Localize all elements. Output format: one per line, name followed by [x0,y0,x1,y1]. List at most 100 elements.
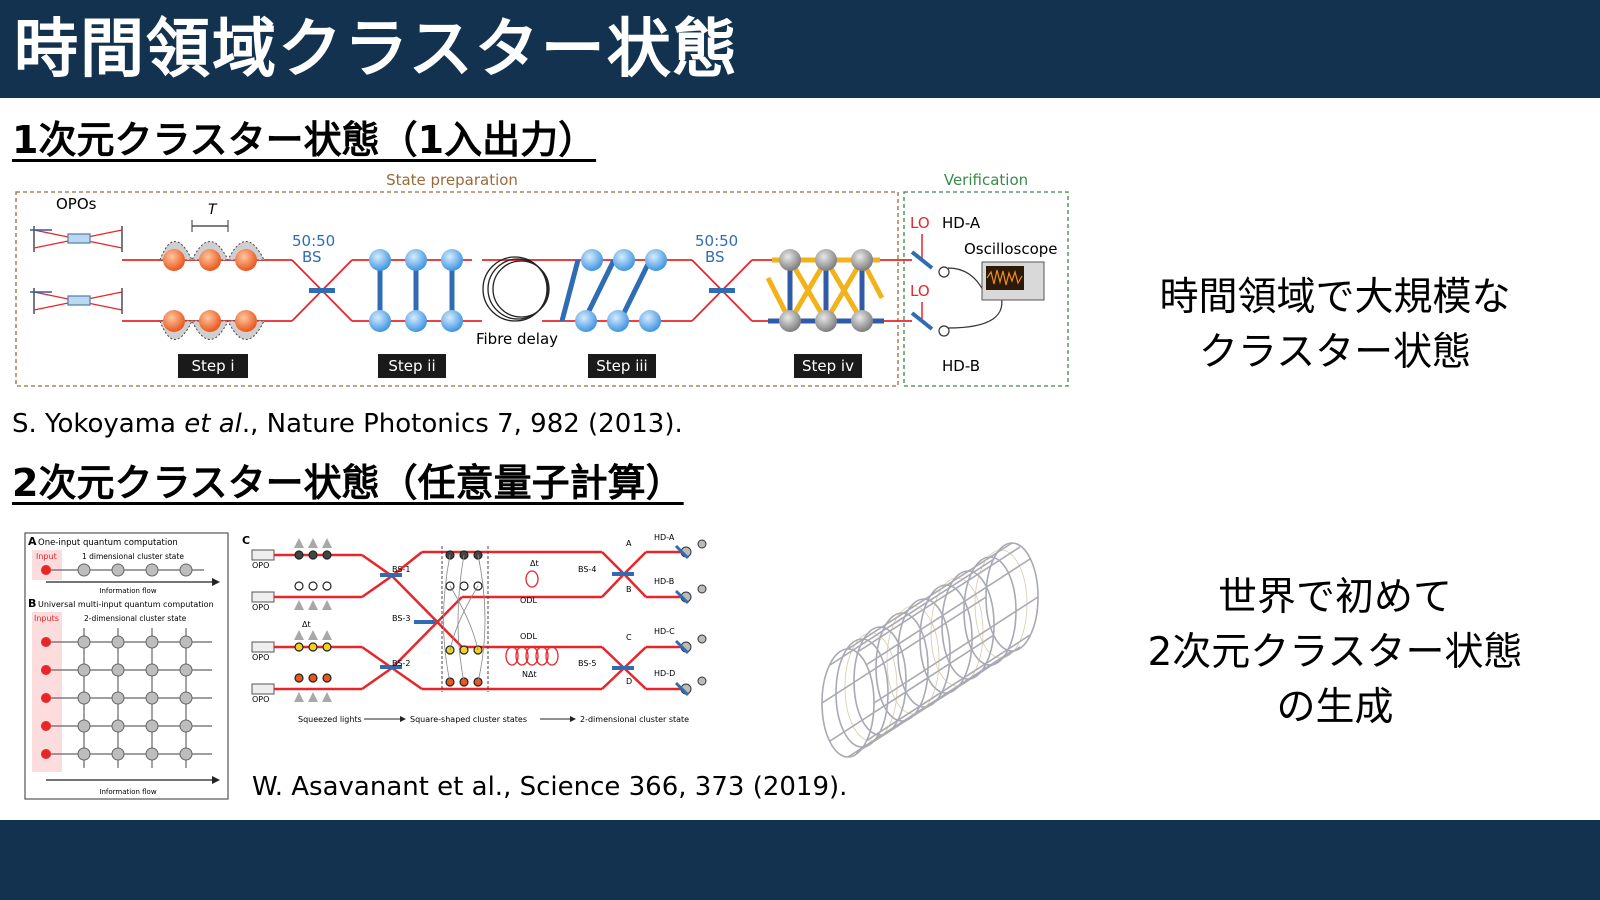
step-i-label: Step i [191,357,234,375]
citation-yokoyama: S. Yokoyama et al., Nature Photonics 7, … [12,408,683,440]
odl-small-coil [525,570,539,588]
bs3-label: BS-3 [392,614,410,623]
slide-title: 時間領域クラスター状態 [14,13,739,87]
verification-label: Verification [944,171,1028,189]
info-flow-label-a: Information flow [99,587,156,595]
step-iv-label: Step iv [802,357,854,375]
step3-bonds [559,258,653,323]
title-bar: 時間領域クラスター状態 [0,0,1600,98]
opo-icons [251,549,275,695]
port-a: A [626,539,632,548]
figure-cluster-schematic: A One-input quantum computation Input 1 … [24,532,229,800]
side-text-1d: 時間領域で大規模な クラスター状態 [1095,270,1575,380]
hd-a-label: HD-A [942,214,981,232]
bs2-label-name: BS [705,248,725,266]
side-text-1d-line1: 時間領域で大規模な [1159,275,1511,320]
flow-square: Square-shaped cluster states [410,715,527,724]
beams-2d [274,550,682,691]
hd-b-label: HD-B [942,357,980,375]
step2-nodes [369,249,463,332]
bs2-label-ratio: 50:50 [695,232,738,250]
side-text-2d-line3: の生成 [1276,685,1394,730]
mode-dots [294,550,332,683]
cluster-2d-label: 2-dimensional cluster state [84,614,187,623]
oscilloscope-label: Oscilloscope [964,240,1058,258]
hd-b-bs [910,311,934,331]
hd-a-bs [910,250,934,270]
inputs-label: Inputs [34,614,59,623]
panel-b-letter: B [28,597,36,610]
bs1-label: BS-1 [392,565,410,574]
bs2-label: BS-2 [392,659,410,668]
state-prep-label: State preparation [386,171,518,189]
figure-1d-cluster-setup: State preparation Verification OPOs T [15,171,1069,387]
odl-bottom-label: ODL [520,632,537,641]
side-text-2d: 世界で初めて 2次元クラスター状態 の生成 [1095,570,1575,735]
side-text-1d-line2: クラスター状態 [1198,330,1472,375]
footer-bar [0,820,1600,900]
step-ii-label: Step ii [388,357,435,375]
hd-b-2d: HD-B [654,577,674,586]
step-iv-badge: Step iv [794,354,862,378]
panel-b-title: Universal multi-input quantum computatio… [38,600,214,609]
flow-2d: 2-dimensional cluster state [580,715,689,724]
fibre-delay-label: Fibre delay [476,330,558,348]
n-delta-t-label: NΔt [522,670,537,679]
lo-bottom-label: LO [910,282,930,300]
bs-markers [380,572,634,670]
step-iii-label: Step iii [596,357,647,375]
bs1-label-ratio: 50:50 [292,232,335,250]
port-d: D [626,677,632,686]
verification-frame [903,191,1069,387]
opo-label-2: OPO [252,603,269,612]
opos-label: OPOs [56,195,97,213]
squeezed-pulses [163,249,257,332]
hd-a-2d: HD-A [654,533,675,542]
opo-label-3: OPO [252,653,269,662]
step3-nodes [575,249,667,332]
cite1-post: ., Nature Photonics 7, 982 (2013). [241,409,683,439]
odl-top-label: ODL [520,596,537,605]
port-b: B [626,585,632,594]
cite1-et-al: et al [184,409,242,439]
odl-big-coil [505,646,559,666]
info-flow-label-b: Information flow [99,788,156,796]
fibre-delay-coil [482,256,550,322]
side-text-2d-line2: 2次元クラスター状態 [1147,630,1523,675]
panel-a-letter: A [28,535,37,548]
pulse-peaks [294,538,332,702]
bs1-label-name: BS [302,248,322,266]
step-ii-badge: Step ii [378,354,446,378]
opo-label-4: OPO [252,695,269,704]
flow-squeezed: Squeezed lights [298,715,362,724]
beam-splitter-2 [709,288,735,293]
delta-t-left: Δt [302,620,311,629]
cylinder-lattice-illustration [821,542,1039,758]
section2-heading: 2次元クラスター状態（任意量子計算） [12,461,684,505]
opo-label-1: OPO [252,561,269,570]
figure-2d-cluster-setup: C OPO OPO OPO OPO Δt BS [242,533,707,724]
square-cluster-dots [445,550,483,687]
side-text-2d-line1: 世界で初めて [1217,575,1452,620]
step-iii-badge: Step iii [588,354,656,378]
period-t-label: T [208,202,218,218]
detectors-2d [680,539,707,695]
opo-cavity-top [33,226,123,252]
port-c: C [626,633,632,642]
section1-heading: 1次元クラスター状態（1入出力） [12,118,597,162]
cluster-1d-label: 1 dimensional cluster state [82,552,184,561]
panel-c-letter: C [242,534,250,547]
delta-t-label: Δt [530,559,539,568]
input-label: Input [36,552,57,561]
step-i-badge: Step i [178,354,248,378]
bs5-label: BS-5 [578,659,596,668]
bs4-label: BS-4 [578,565,596,574]
cite1-pre: S. Yokoyama [12,409,185,439]
state-prep-frame [15,191,899,387]
hd-c-2d: HD-C [654,627,675,636]
lo-top-label: LO [910,214,930,232]
hd-d-2d: HD-D [654,669,675,678]
citation-asavanant: W. Asavanant et al., Science 366, 373 (2… [252,772,848,802]
step4-nodes [779,249,873,332]
panel-a-title: One-input quantum computation [38,538,178,548]
